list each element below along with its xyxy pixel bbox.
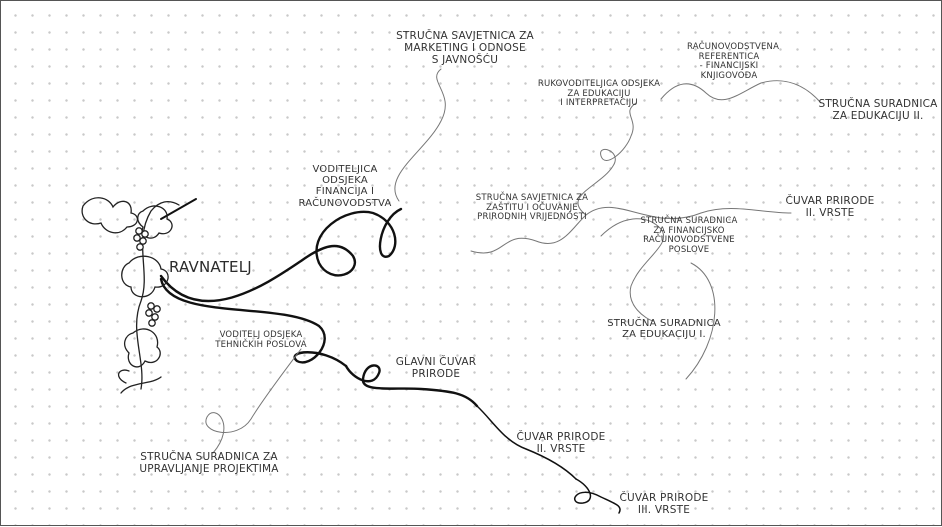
grapevine-illustration <box>81 197 180 394</box>
edge-zastita-to-financijsko <box>600 218 664 322</box>
vine-tendril <box>120 376 162 394</box>
node-rukovoditeljica-edukacija: RUKOVODITELJICA ODSJEKA ZA EDUKACIJU I I… <box>537 79 661 109</box>
edge-cuvar-2-to-cuvar-3 <box>574 478 621 514</box>
edge-zastita-to-rukovoditeljica <box>577 102 637 216</box>
edge-voditelj-tehnickih-to-glavni-cuvar <box>344 364 479 408</box>
edge-financija-to-marketing <box>394 68 446 202</box>
grape-leaf <box>137 205 173 239</box>
node-cuvar-2-bottom: ČUVAR PRIRODE II. VRSTE <box>516 431 606 455</box>
node-savjetnica-zastita: STRUČNA SAVJETNICA ZA ZAŠTITU I OČUVANJE… <box>475 193 589 223</box>
edge-financija-to-zastita <box>470 214 587 254</box>
root-node-label: RAVNATELJ <box>169 258 252 276</box>
edge-root-to-voditeljica-financija <box>159 207 403 303</box>
edge-root-to-voditelj-tehnickih <box>159 277 348 368</box>
node-glavni-cuvar: GLAVNI ČUVAR PRIRODE <box>395 356 477 380</box>
node-voditelj-tehnickih: VODITELJ ODSJEKA TEHNIČKIH POSLOVA <box>215 330 307 350</box>
edge-tehnicki-to-projekti <box>205 348 302 454</box>
node-suradnica-edukacija-2: STRUČNA SURADNICA ZA EDUKACIJU II. <box>818 98 938 122</box>
node-suradnica-financijsko: STRUČNA SURADNICA ZA FINANCIJSKO RAČUNOV… <box>640 216 738 255</box>
node-cuvar-2-right: ČUVAR PRIRODE II. VRSTE <box>785 195 875 219</box>
edge-zastita-to-cuvar-right <box>585 206 792 220</box>
node-marketing: STRUČNA SAVJETNICA ZA MARKETING I ODNOSE… <box>396 30 534 66</box>
vine-tendril <box>117 369 130 384</box>
grape-cluster <box>133 227 161 327</box>
node-cuvar-3: ČUVAR PRIRODE III. VRSTE <box>619 492 709 516</box>
edge-financijsko-to-edukacija-1 <box>685 262 716 380</box>
grape-leaf <box>123 328 161 368</box>
node-racunovodstvena-referentica: RAČUNOVODSTVENA REFERENTICA - FINANCIJSK… <box>687 42 780 81</box>
grape-leaf <box>121 255 169 298</box>
node-voditeljica-financija: VODITELJICA ODSJEKA FINANCIJA I RAČUNOVO… <box>298 164 392 209</box>
node-suradnica-projekti: STRUČNA SURADNICA ZA UPRAVLJANJE PROJEKT… <box>139 451 279 475</box>
grape-leaf <box>81 197 138 234</box>
edge-glavni-to-cuvar-2-bottom <box>476 405 577 480</box>
node-suradnica-edukacija-1: STRUČNA SURADNICA ZA EDUKACIJU I. <box>607 318 721 341</box>
vine-stem <box>136 200 180 390</box>
edge-rukovoditeljica-to-referentica <box>660 80 822 104</box>
